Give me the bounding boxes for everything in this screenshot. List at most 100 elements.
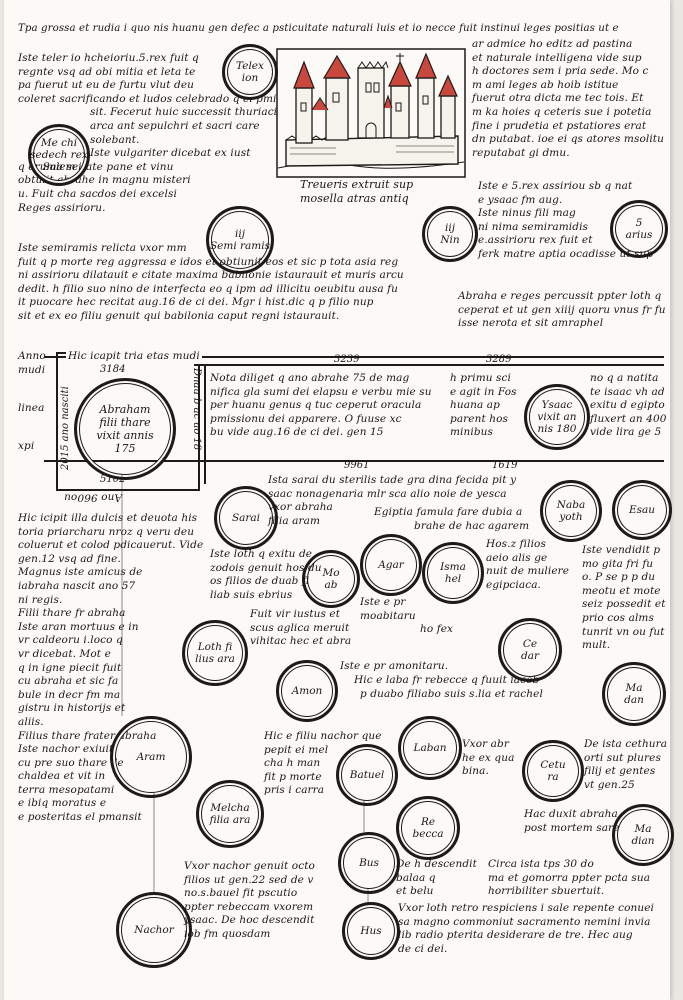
year-5102: 5102 xyxy=(100,474,126,485)
circle-rebecca: Re becca xyxy=(396,796,460,860)
text-line: m ka hoies q ceteris sue i potetia xyxy=(472,105,652,118)
text-line: vt gen.25 xyxy=(584,778,635,791)
text-line: mult. xyxy=(582,639,611,652)
text-line: lib radio pterita desiderare de tre. Hec… xyxy=(398,929,633,942)
circle-ninias: iij Nin xyxy=(422,206,478,262)
text-line: vr caldeoru i.loco q xyxy=(18,634,123,647)
text-line: Fuit vir iustus et xyxy=(250,608,341,620)
vertical-note-left: 2015 ano nasciti xyxy=(60,386,71,470)
text-line: pris i carra xyxy=(264,784,325,797)
circle-hus: Hus xyxy=(342,902,400,960)
amon-text-line: p duabo filiabo suis s.lia et rachel xyxy=(360,688,543,700)
city-woodcut-illustration xyxy=(276,48,466,178)
text-line: h primu sci xyxy=(450,372,511,384)
circle-moab: Mo ab xyxy=(302,550,360,608)
text-line: Iste ninus fili mag xyxy=(478,207,576,220)
nachor-son-text: Hic e filiu nachor que pepit ei mel cha … xyxy=(264,730,382,798)
text-line: sit et ex eo filiu genuit qui babilonia … xyxy=(18,309,340,322)
text-line: aeio alis ge xyxy=(486,551,548,564)
circle-madan: Ma dan xyxy=(602,662,666,726)
text-line: et naturale intelligena vide sup xyxy=(472,51,642,64)
hac-text: Hac duxit abraha post mortem sare xyxy=(524,808,620,835)
text-line: coluerut et colod pdicauerut. Vide xyxy=(18,539,204,552)
text-line: o. P se p p du xyxy=(582,571,656,584)
lower-left-text: Hic icipit illa dulcis et deuota his tor… xyxy=(18,512,203,825)
text-line: Nota diliget q ano abrahe 75 de mag xyxy=(210,372,410,384)
text-line: bule in decr fm ma xyxy=(18,688,121,701)
text-line: vr dicebat. Mot e xyxy=(18,647,111,660)
text-line: prio cos alms xyxy=(582,611,654,624)
uxor-loth-text: Vxor loth retro respiciens i sale repent… xyxy=(398,902,654,956)
text-line: de ci dei. xyxy=(398,942,448,955)
circle-ysaac: Ysaac vixit an nis 180 xyxy=(524,384,590,450)
text-line: gistru in historijs et xyxy=(18,702,126,715)
loth-text: Iste loth q exitu de zodois genuit hos d… xyxy=(210,548,322,602)
text-line: Hic icipit illa dulcis et deuota his xyxy=(18,512,198,524)
abraham-reges-text: Abraha e reges percussit ppter loth q ce… xyxy=(458,290,666,331)
text-line: Iste vendidit p xyxy=(582,544,661,556)
illustration-caption: Treueris extruit sup xyxy=(300,178,414,191)
text-line: vihitac hec et abra xyxy=(250,635,352,648)
text-line: e agit in Fos xyxy=(450,385,517,398)
text-line: exitu d egipto xyxy=(590,399,665,412)
text-line: ma et gomorra ppter pcta sua xyxy=(488,871,651,884)
third-age-title: Hic icapit tria etas mudi xyxy=(66,350,202,364)
text-line: no q a natita xyxy=(590,372,659,384)
text-line: nifica gla sumi dei elapsu e verbu mie s… xyxy=(210,385,432,398)
text-line: m ami leges ab hoib istitue xyxy=(472,78,619,91)
timeline-anno: Anno xyxy=(18,350,46,362)
year-3184: 3184 xyxy=(100,364,126,375)
text-line: egipciaca. xyxy=(486,578,541,591)
text-line: os filios de duab fi xyxy=(210,575,310,588)
text-line: Iste teler io hcheioriu.5.rex fuit q xyxy=(18,52,199,64)
text-line: it puocare hec recitat aug.16 de ci dei.… xyxy=(18,296,374,309)
text-line: vide lira ge 5 xyxy=(590,426,662,439)
text-line: dedit. h filio suo nino de interfecta eo… xyxy=(18,282,398,295)
text-line: gen.12 vsq ad fine. xyxy=(18,552,121,565)
text-line: post mortem sare xyxy=(524,821,620,834)
text-line: Iste e pr xyxy=(360,596,406,608)
text-line: orti sut plures xyxy=(584,751,661,764)
circle-telex: Telex ion xyxy=(222,44,278,100)
text-line: Iste aran mortuus e in xyxy=(18,620,139,633)
text-line: Reges assirioru. xyxy=(18,201,106,214)
text-line: scus aglica meruit xyxy=(250,621,350,634)
text-line: Vxor nachor genuit octo xyxy=(184,860,315,872)
circle-abraham: Abraham filii thare vixit annis 175 xyxy=(74,378,176,480)
right-top-text: ar admice ho editz ad pastina et natural… xyxy=(472,38,664,160)
text-line: ferk matre aptia ocadisse ut sup xyxy=(478,247,654,260)
text-line: Magnus iste amicus de xyxy=(18,566,143,579)
text-line: iabraha nascit ano 57 xyxy=(18,579,136,592)
text-line: sa magno commoniut sacramento nemini inv… xyxy=(398,915,651,928)
circle-aram: Aram xyxy=(110,716,192,798)
primus-text: h primu sci e agit in Fos huana ap paren… xyxy=(450,372,517,440)
text-line: chaldea et vit in xyxy=(18,770,106,783)
text-line: zodois genuit hos du xyxy=(210,561,322,574)
text-line: fuit q p morte reg aggressa e idos et ob… xyxy=(18,255,399,268)
text-line: moabitaru xyxy=(360,609,416,622)
circle-ismahel: Isma hel xyxy=(422,542,484,604)
text-line: no.s.bauel fit pscutio xyxy=(184,887,298,900)
circle-nabayoth: Naba yoth xyxy=(540,480,602,542)
circle-amon: Amon xyxy=(276,660,338,722)
amon-text-line: Iste e pr amonitaru. xyxy=(340,660,449,672)
text-line: h doctores sem i pria sede. Mo c xyxy=(472,65,649,78)
text-line: ar admice ho editz ad pastina xyxy=(472,38,633,50)
text-line: arca ant sepulchri et sacri care xyxy=(90,119,260,132)
text-line: cu abraha et sic fa xyxy=(18,675,119,688)
iustus-text: Fuit vir iustus et scus aglica meruit vi… xyxy=(250,608,351,649)
agar-sons-text: Hos.z filios aeio alis ge nuit de mulier… xyxy=(486,538,569,592)
text-line: De ista cethura xyxy=(584,738,668,750)
cethura-text: De ista cethura orti sut plures filij et… xyxy=(584,738,667,792)
text-line: Iste vulgariter dicebat ex iust xyxy=(90,147,251,160)
semiramis-text: Iste semiramis relicta vxor mm fuit q p … xyxy=(18,242,404,324)
bus-text: Vxor nachor genuit octo filios ut gen.22… xyxy=(184,860,315,942)
text-line: filia aram xyxy=(268,514,321,527)
text-line: e.assirioru rex fuit et xyxy=(478,234,593,247)
text-line: e posteritas el pmansit xyxy=(18,811,142,824)
text-line: bu vide aug.16 de ci dei. gen 15 xyxy=(210,426,384,439)
text-line: fluxert an 400 xyxy=(590,412,667,425)
balaam-text: De h descendit balaa q et belu xyxy=(396,858,477,899)
timeline-mudi: mudi xyxy=(18,364,46,376)
circle-semiramis: iij Semi ramis xyxy=(206,206,274,274)
